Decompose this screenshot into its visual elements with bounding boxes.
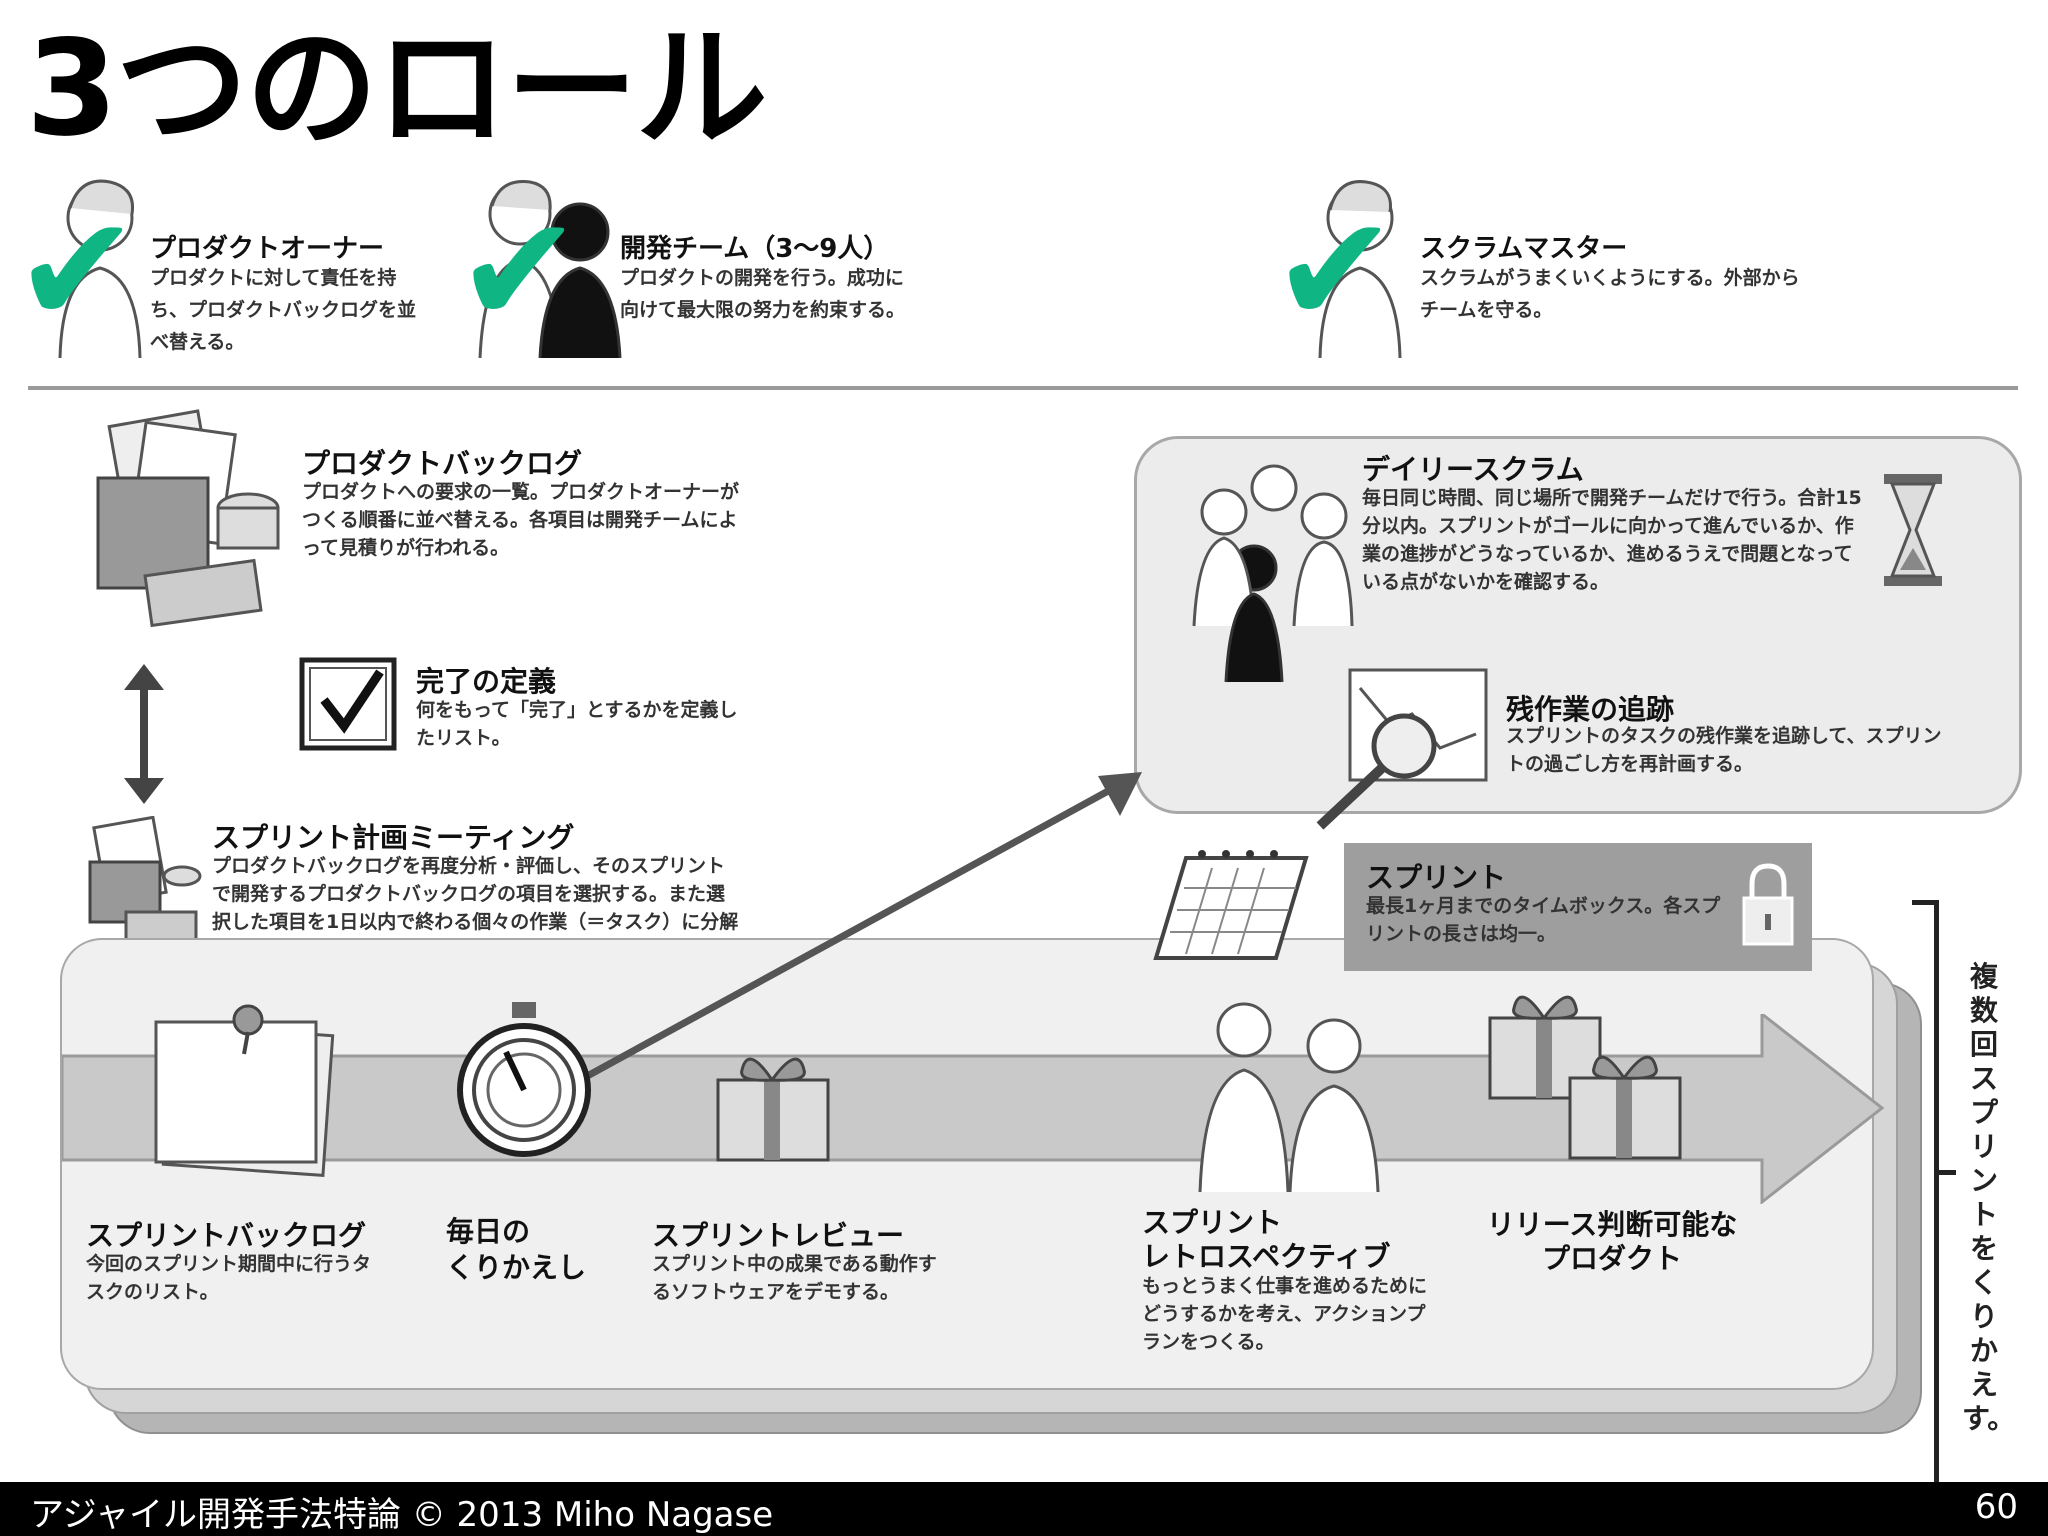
sprint-review-title: スプリントレビュー	[652, 1219, 905, 1252]
stopwatch-icon	[457, 1002, 591, 1157]
repeat-bracket-tick	[1938, 1170, 1956, 1175]
role-desc-scrum-master: スクラムがうまくいくようにする。外部からチームを守る。	[1420, 267, 1800, 321]
daily-scrum-link-arrow	[578, 772, 1142, 1084]
role-name-scrum-master: スクラムマスター	[1420, 234, 1628, 264]
release-gifts-icon	[1488, 995, 1682, 1160]
scrum-master-person-icon	[1318, 180, 1402, 358]
separator-line	[28, 386, 2018, 390]
footer-bar	[0, 1482, 2048, 1536]
daily-scrum-title: デイリースクラム	[1362, 453, 1584, 486]
release-title: リリース判断可能な プロダクト	[1486, 1208, 1738, 1275]
sprint-planning-desc: プロダクトバックログを再度分析・評価し、そのスプリントで開発するプロダクトバック…	[212, 855, 739, 961]
check-icon: ✔	[14, 184, 140, 358]
repeat-sprints-label: 複数回スプリントをくりかえす。	[1962, 960, 2016, 1435]
role-name-product-owner: プロダクトオーナー	[150, 234, 385, 264]
daily-scrum-desc: 毎日同じ時間、同じ場所で開発チームだけで行う。合計15分以内。スプリントがゴール…	[1362, 487, 1862, 593]
dev-team-person-icon	[478, 180, 622, 358]
product-backlog-title: プロダクトバックログ	[302, 447, 583, 480]
burndown-title: 残作業の追跡	[1506, 693, 1675, 726]
sprint-review-desc: スプリント中の成果である動作するソフトウェアをデモする。	[652, 1253, 937, 1303]
product-owner-person-icon	[58, 179, 142, 358]
role-name-dev-team: 開発チーム（3〜9人）	[620, 234, 890, 264]
gift-icon	[716, 1057, 830, 1162]
footer-copyright: アジャイル開発手法特論 © 2013 Miho Nagase	[30, 1495, 774, 1535]
retrospective-desc: もっとうまく仕事を進めるためにどうするかを考え、アクションプランをつくる。	[1142, 1275, 1428, 1353]
sprint-planning-title: スプリント計画ミーティング	[212, 821, 575, 854]
team-people-icon	[1192, 464, 1354, 683]
sprint-title: スプリント	[1366, 861, 1507, 894]
sprint-desc: 最長1ヶ月までのタイムボックス。各スプリントの長さは均一。	[1366, 895, 1721, 945]
daily-cycle-title: 毎日の くりかえし	[446, 1215, 587, 1284]
lock-icon	[1742, 863, 1794, 946]
page-title: 3つのロール	[26, 12, 768, 166]
check-icon: ✔	[456, 184, 582, 358]
check-icon: ✔	[1272, 184, 1398, 358]
done-definition-desc: 何をもって「完了」とするかを定義したリスト。	[416, 699, 738, 749]
role-desc-dev-team: プロダクトの開発を行う。成功に向けて最大限の努力を約束する。	[620, 267, 906, 321]
planning-document-icon	[88, 816, 202, 944]
retrospective-people-icon	[1198, 1002, 1380, 1193]
retrospective-title: スプリント レトロスペクティブ	[1142, 1206, 1391, 1273]
done-definition-title: 完了の定義	[416, 665, 557, 698]
product-backlog-desc: プロダクトへの要求の一覧。プロダクトオーナーがつくる順番に並べ替える。各項目は開…	[302, 481, 740, 559]
note-icon	[154, 1004, 335, 1178]
page-number: 60	[1974, 1487, 2018, 1527]
hourglass-icon	[1884, 474, 1942, 586]
sprint-backlog-desc: 今回のスプリント期間中に行うタスクのリスト。	[86, 1253, 372, 1303]
role-desc-product-owner: プロダクトに対して責任を持ち、プロダクトバックログを並べ替える。	[150, 267, 417, 353]
sprint-backlog-title: スプリントバックログ	[86, 1219, 367, 1252]
checkbox-icon	[299, 657, 397, 751]
burndown-desc: スプリントのタスクの残作業を追跡して、スプリントの過ごし方を再計画する。	[1506, 725, 1942, 775]
document-stack-icon	[96, 409, 280, 628]
chart-magnifier-icon	[1316, 668, 1488, 830]
calendar-icon	[1153, 850, 1309, 960]
sprint-info-box	[1344, 843, 1812, 971]
repeat-bracket	[1912, 900, 1939, 1498]
double-arrow-icon	[124, 664, 164, 804]
